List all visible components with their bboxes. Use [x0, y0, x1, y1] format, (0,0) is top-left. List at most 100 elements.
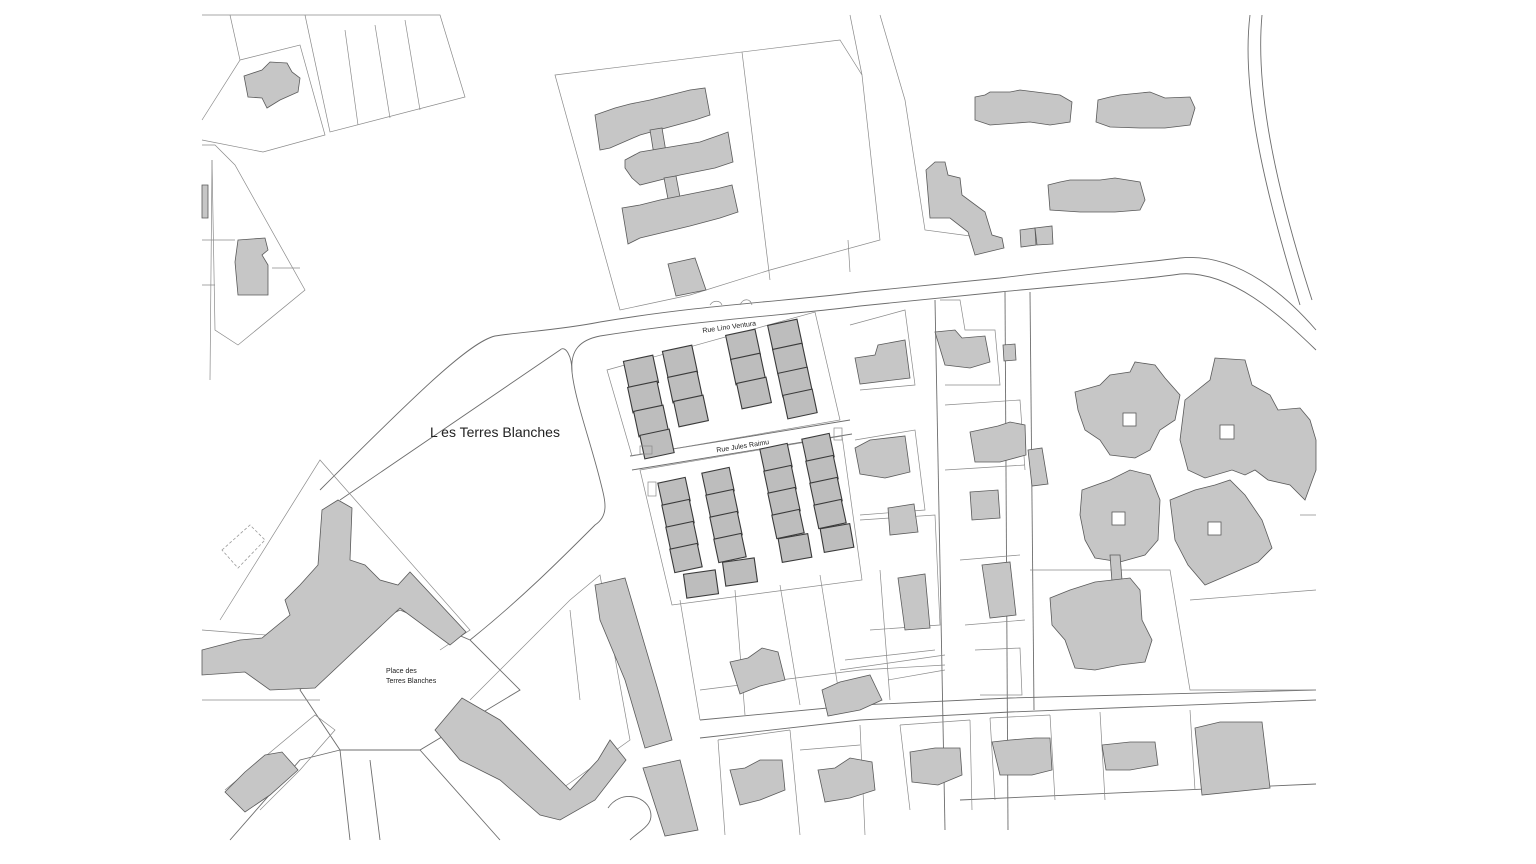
building-me-9 [897, 573, 931, 631]
courtyard-3 [1111, 511, 1126, 526]
lot-south-center-2 [569, 609, 581, 701]
building-ne-2 [1095, 91, 1196, 129]
building-sw [224, 751, 299, 813]
terrace-north-2 [624, 131, 734, 186]
building-me-2 [934, 329, 991, 369]
building-s-8 [1194, 721, 1271, 796]
lot-lino-1 [709, 299, 753, 306]
row-south-3 [759, 442, 813, 564]
building-s-1 [729, 647, 786, 695]
building-s-7 [1101, 741, 1159, 771]
lot-west-triangle [202, 144, 306, 346]
terrace-north-3 [621, 184, 739, 245]
road-south-center-2 [369, 759, 381, 841]
road-ns-3 [1029, 291, 1035, 711]
building-north-small [667, 257, 707, 297]
road-west-diagonal-south [469, 335, 606, 641]
existing-buildings [201, 61, 1317, 837]
building-me-7 [887, 503, 919, 536]
courtyard-4 [1207, 521, 1222, 536]
building-s-6 [991, 737, 1053, 776]
lot-north-field [849, 14, 1001, 241]
place-label-line1: Place des [386, 668, 417, 675]
building-me-3 [1002, 343, 1017, 362]
road-south-east-west [699, 699, 1317, 739]
terrace-north-1 [594, 87, 711, 151]
cluster-east-1 [1074, 361, 1181, 459]
lot-dashed-1 [844, 649, 946, 681]
carport-1 [647, 481, 657, 497]
cluster-east-5 [1049, 577, 1153, 671]
building-ne-l [925, 161, 1005, 256]
building-me-10 [981, 561, 1017, 619]
building-bottom-center [642, 759, 699, 837]
building-s-3 [729, 759, 786, 806]
district-label: L es Terres Blanches [430, 424, 560, 440]
building-me-6 [1027, 447, 1049, 487]
lot-nw-3 [201, 14, 326, 153]
building-s-4 [817, 757, 876, 803]
building-me-5 [969, 421, 1027, 463]
lot-north-block-inner [741, 51, 851, 281]
road-south-east-west-2 [699, 689, 1317, 721]
road-southwest-2 [339, 749, 351, 841]
cul-de-sac [607, 796, 652, 841]
building-ne-1 [974, 89, 1073, 126]
road-east-curve-inner [1260, 14, 1313, 301]
courtyard-1 [1122, 412, 1137, 427]
building-nw [243, 61, 301, 109]
road-park-west-edge [339, 348, 573, 501]
building-s-2 [821, 674, 883, 717]
lot-nw-1 [202, 14, 466, 133]
hatched-outline-west [221, 524, 266, 569]
map-labels: L es Terres Blanches Rue Lino Ventura Ru… [386, 320, 770, 685]
row-north-4 [766, 318, 818, 420]
building-long-ns [594, 577, 673, 749]
lot-southwest [224, 714, 336, 811]
row-north-3 [724, 328, 773, 410]
terrace-north-link-2 [663, 175, 681, 200]
building-west-large [201, 499, 467, 691]
lot-far-east [1030, 514, 1317, 691]
lot-middle-east [849, 309, 916, 391]
place-label-line2: Terres Blanches [386, 678, 437, 685]
carport-2 [833, 427, 843, 441]
row-north-2 [661, 344, 710, 428]
building-ne-small-2 [1034, 225, 1054, 246]
building-s-5 [909, 747, 963, 786]
lot-east-1 [944, 399, 1026, 696]
building-me-8 [969, 489, 1001, 521]
cluster-east-2 [1179, 357, 1317, 501]
row-north-1 [622, 354, 675, 460]
building-ne-small-1 [1019, 227, 1037, 248]
road-south-center [419, 749, 501, 841]
road-west-diagonal-north [319, 321, 601, 491]
road-southwest [229, 749, 341, 841]
road-lino-ventura-south-edge [599, 273, 1317, 351]
row-south-1 [657, 476, 720, 599]
lot-south-plots [679, 569, 891, 721]
row-south-2 [701, 466, 759, 587]
lot-nw-2 [344, 19, 421, 126]
new-housing-project [606, 311, 863, 606]
building-me-4 [854, 435, 911, 479]
road-network [229, 14, 1317, 841]
courtyard-2 [1219, 424, 1235, 440]
lot-south-row-h [717, 714, 1051, 751]
building-south-center-l [434, 697, 627, 821]
lot-north-block [554, 39, 881, 311]
lot-east-2 [940, 299, 1001, 386]
cluster-east-link [1109, 554, 1123, 583]
building-me-1 [854, 339, 911, 385]
lot-lines [201, 14, 1317, 836]
road-ns-1 [934, 299, 946, 831]
building-west-triangle [234, 237, 269, 296]
road-east-curve [1247, 14, 1301, 306]
road-lino-ventura-north-edge [599, 257, 1317, 331]
building-ne-3 [1047, 177, 1146, 213]
lot-west-triangle-inner [202, 159, 300, 381]
building-west-edge [201, 184, 209, 219]
row-south-4 [801, 432, 855, 554]
carport-3 [639, 445, 653, 455]
